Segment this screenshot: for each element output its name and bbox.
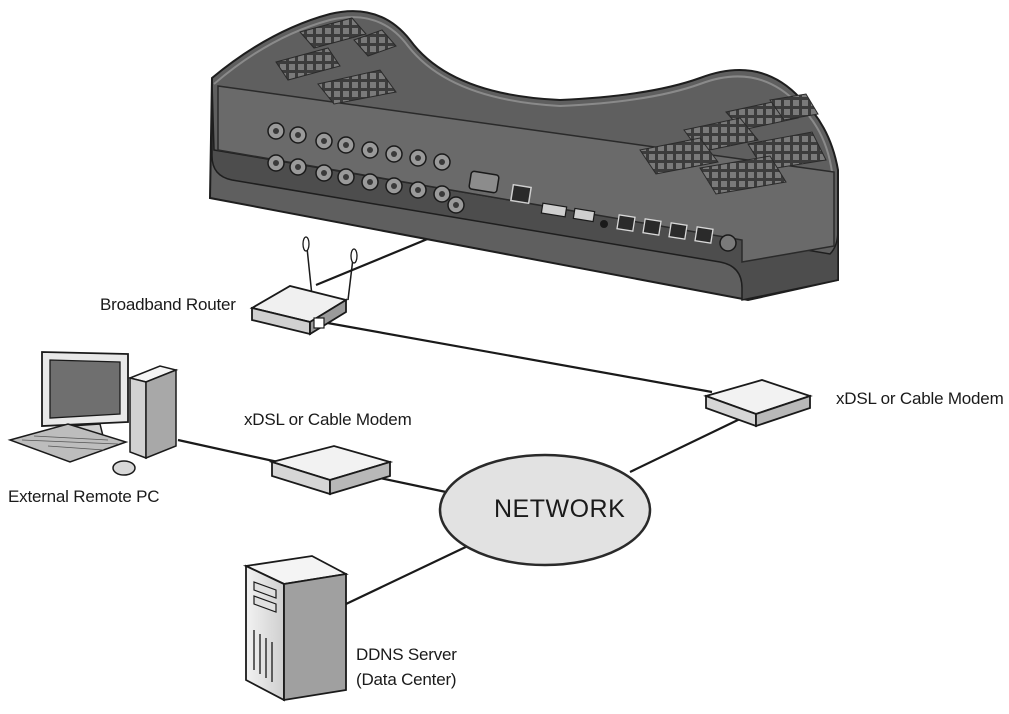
dvr-serial-port (468, 170, 500, 194)
network-label: NETWORK (494, 495, 626, 523)
modem-left-label: xDSL or Cable Modem (244, 410, 412, 429)
dvr-lan-ports (616, 214, 714, 244)
remote-pc-label: External Remote PC (8, 487, 160, 506)
dvr-ethernet-port (510, 183, 532, 205)
modem-right-to-network-line (629, 417, 743, 473)
ddns-server (242, 555, 349, 702)
ddns-label-line2: (Data Center) (356, 670, 457, 689)
pc-to-modem-left-line (177, 438, 279, 464)
dvr-power-port (719, 234, 737, 252)
remote-pc (7, 351, 179, 476)
dvr-recorder (208, 10, 839, 302)
modem-right-label: xDSL or Cable Modem (836, 389, 1004, 408)
router-label: Broadband Router (100, 295, 236, 314)
network-ellipse (438, 453, 652, 567)
ddns-label-line1: DDNS Server (356, 645, 457, 664)
dvr-vents (275, 17, 827, 195)
modem-left (268, 445, 394, 496)
network-to-server-line (345, 543, 473, 605)
connection-lines (177, 198, 743, 605)
modem-left-to-network-line (379, 476, 447, 494)
router-to-modem-right-line (321, 320, 713, 394)
broadband-router (249, 236, 358, 336)
modem-right (703, 379, 813, 428)
